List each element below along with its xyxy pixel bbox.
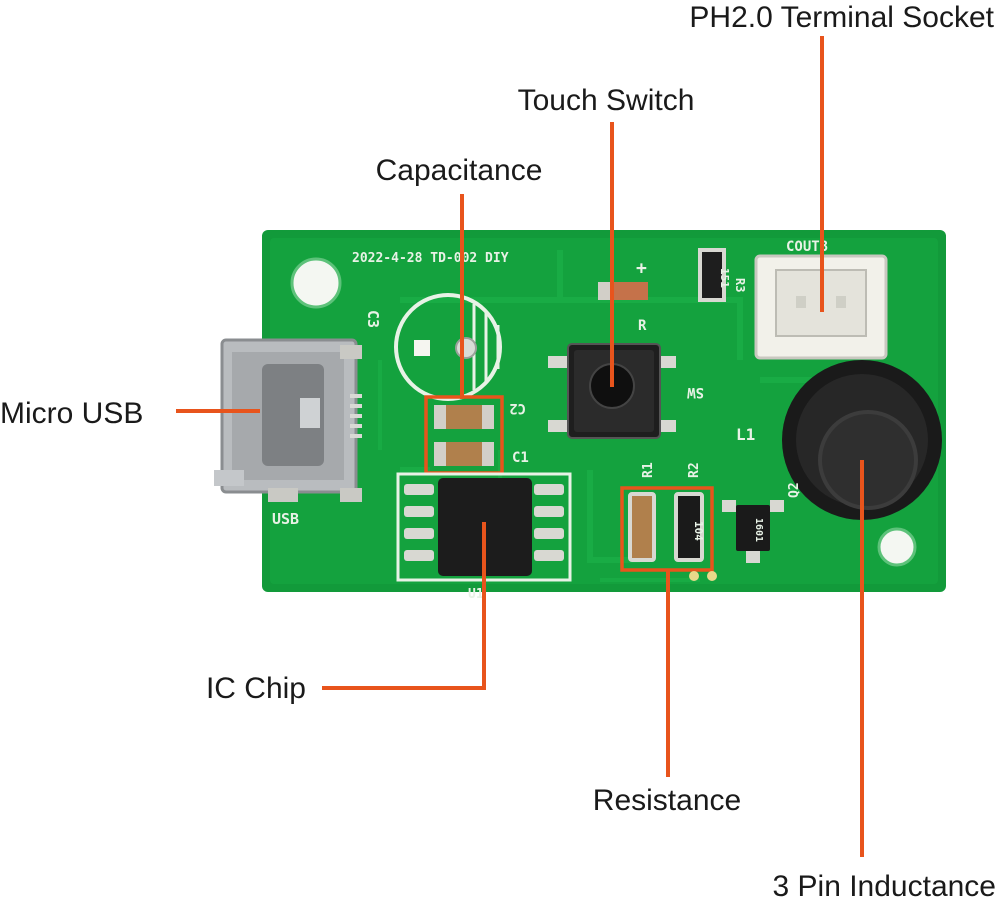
via xyxy=(707,571,717,581)
mounting-hole-top-left xyxy=(290,257,342,309)
micro-usb-pad xyxy=(340,345,362,359)
silk-sw: SW xyxy=(687,384,704,400)
q2-transistor xyxy=(736,505,770,551)
silk-r2: R2 xyxy=(687,462,702,478)
c3-pad-square xyxy=(414,340,430,356)
mounting-hole-bottom-right xyxy=(877,527,917,567)
c3-pad-round xyxy=(455,337,477,359)
silk-r: R xyxy=(638,318,647,334)
silk-151: 151 xyxy=(718,268,731,288)
silk-1601: 1601 xyxy=(753,518,764,542)
label-resistance: Resistance xyxy=(593,784,741,817)
ic-pad xyxy=(404,484,434,495)
led-pad xyxy=(598,282,610,300)
micro-usb-pad xyxy=(340,488,362,502)
silk-c1: C1 xyxy=(512,450,529,466)
leader-ic-chip xyxy=(322,522,486,690)
label-ph20-socket: PH2.0 Terminal Socket xyxy=(689,1,994,34)
micro-usb-pins xyxy=(350,394,362,438)
c2-capacitor xyxy=(434,405,494,429)
ic-pad xyxy=(404,528,434,539)
label-micro-usb: Micro USB xyxy=(0,397,143,430)
pcb-trace xyxy=(400,250,840,563)
via xyxy=(689,571,699,581)
silk-c3: C3 xyxy=(364,310,382,328)
silk-l1: L1 xyxy=(736,425,755,444)
label-inductance: 3 Pin Inductance xyxy=(773,870,997,900)
ic-pad xyxy=(534,506,564,517)
c1-cap-end xyxy=(434,442,446,466)
ic-pad xyxy=(534,550,564,561)
silk-u1: U1 xyxy=(468,587,484,602)
ph20-pin xyxy=(796,296,806,308)
ic-pad xyxy=(534,484,564,495)
ic-pad xyxy=(404,506,434,517)
label-capacitance: Capacitance xyxy=(376,154,543,187)
c1-capacitor xyxy=(434,442,494,466)
micro-usb-tab xyxy=(300,398,320,428)
silk-c2: C2 xyxy=(509,400,526,416)
silk-board-id: 2022-4-28 TD-002 DIY xyxy=(352,251,509,266)
q2-pad xyxy=(770,500,784,512)
micro-usb-leg xyxy=(214,470,244,486)
silk-104: 104 xyxy=(692,521,705,541)
micro-usb-slot xyxy=(262,364,324,466)
c2-cap-end xyxy=(482,405,494,429)
ph20-pin xyxy=(836,296,846,308)
silk-r3: R3 xyxy=(733,278,747,292)
silk-r1: R1 xyxy=(641,462,656,478)
inductor-core xyxy=(818,410,918,510)
r3-resistor xyxy=(698,248,726,302)
silk-cout3: COUT3 xyxy=(786,239,828,255)
c2-cap-end xyxy=(434,405,446,429)
ic-pad xyxy=(404,550,434,561)
switch-pad xyxy=(548,356,568,368)
q2-pad xyxy=(722,500,736,512)
q2-pad xyxy=(746,551,760,563)
r2-resistor xyxy=(674,492,704,562)
ic-pad xyxy=(534,528,564,539)
label-touch-switch: Touch Switch xyxy=(518,84,695,117)
silk-usb: USB xyxy=(272,510,299,528)
micro-usb-pad xyxy=(268,488,298,502)
label-ic-chip: IC Chip xyxy=(206,672,306,705)
c3-footprint xyxy=(394,293,502,401)
switch-pad xyxy=(548,420,568,432)
led-component xyxy=(614,282,648,300)
silk-plus: + xyxy=(636,258,647,279)
silk-q2: Q2 xyxy=(787,482,802,498)
r1-resistor xyxy=(628,492,656,562)
c1-cap-end xyxy=(482,442,494,466)
